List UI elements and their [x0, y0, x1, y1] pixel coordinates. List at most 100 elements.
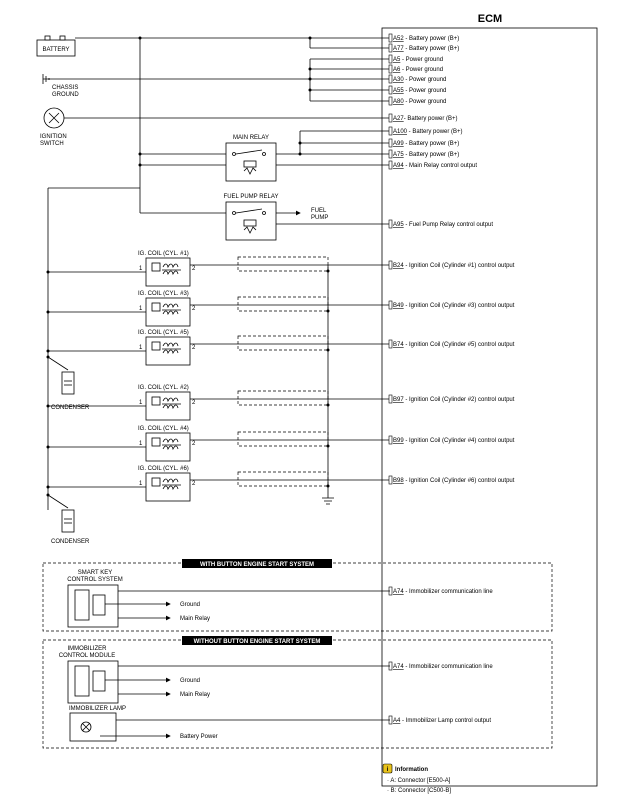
fuel-pump-label-1: FUEL	[311, 208, 327, 214]
condenser-2-label: CONDENSER	[51, 539, 90, 545]
with-button-section: WITH BUTTON ENGINE START SYSTEM SMART KE…	[42, 559, 553, 632]
shield-line	[237, 390, 329, 406]
pin-terminal-mark	[388, 149, 393, 159]
ignition-switch-symbol: IGNITION SWITCH	[40, 107, 390, 147]
pin-id: B98	[393, 478, 404, 484]
pin-description: - Ignition Coil (Cylinder #6) control ou…	[404, 478, 515, 484]
pin-terminal-mark	[388, 339, 393, 349]
pin-label: A95 - Fuel Pump Relay control output	[393, 222, 493, 228]
ignition-coil-label: IG. COIL (CYL. #4)	[138, 426, 189, 432]
pin-description: - Ignition Coil (Cylinder #2) control ou…	[404, 397, 515, 403]
pin-label: A100 - Battery power (B+)	[393, 129, 463, 135]
pin-terminal-mark	[388, 160, 393, 170]
shield-line	[237, 335, 329, 351]
main-relay-label: MAIN RELAY	[233, 135, 269, 141]
ecm-pin-row: B99 - Ignition Coil (Cylinder #4) contro…	[388, 435, 515, 445]
info-title: Information	[395, 767, 428, 773]
coil-terminal-2: 2	[192, 441, 196, 447]
pin-id: A6	[393, 67, 401, 73]
pin-label: A4 - Immobilizer Lamp control output	[393, 718, 491, 724]
ecm-pin-row: A99 - Battery power (B+)	[388, 138, 460, 148]
condenser-2: CONDENSER	[46, 493, 90, 545]
ecm-pin-row: A6 - Power ground	[388, 64, 443, 74]
pin-id: A80	[393, 99, 404, 105]
pin-terminal-mark	[388, 43, 393, 53]
ecm-title: ECM	[478, 13, 502, 25]
coil-terminal-1: 1	[139, 266, 143, 272]
pin-description: - Power ground	[404, 77, 447, 83]
pin-description: - Immobilizer Lamp control output	[400, 718, 491, 724]
pin-terminal-mark	[388, 113, 393, 123]
coil-terminal-2: 2	[192, 481, 196, 487]
pin-id: B97	[393, 397, 404, 403]
ecm-pin-row: A77 - Battery power (B+)	[388, 43, 460, 53]
ecm-pin-row: A100 - Battery power (B+)	[388, 126, 463, 136]
with-button-ground-label: Ground	[180, 602, 200, 608]
ecm-pin-row: A27- Battery power (B+)	[388, 113, 458, 123]
pin-description: - Power ground	[400, 67, 443, 73]
pin-label: B97 - Ignition Coil (Cylinder #2) contro…	[393, 397, 515, 403]
pin-label: A6 - Power ground	[393, 67, 443, 73]
pin-id: A77	[393, 46, 404, 52]
lamp-icon	[80, 721, 92, 733]
ecm-pin-row: A94 - Main Relay control output	[388, 160, 477, 170]
ecm-pin-row: A74 - Immobilizer communication line	[388, 661, 494, 671]
pin-label: B98 - Ignition Coil (Cylinder #6) contro…	[393, 478, 515, 484]
coil-terminal-1: 1	[139, 481, 143, 487]
ecm-box	[381, 27, 598, 787]
pin-label: B49 - Ignition Coil (Cylinder #3) contro…	[393, 303, 515, 309]
pin-description: - Battery power (B+)	[404, 46, 460, 52]
pin-id: A52	[393, 36, 404, 42]
pin-label: A55 - Power ground	[393, 88, 446, 94]
ecm-pin-row: A80 - Power ground	[388, 96, 447, 106]
ecm-pin-row: B24 - Ignition Coil (Cylinder #1) contro…	[388, 260, 515, 270]
without-button-header: WITHOUT BUTTON ENGINE START SYSTEM	[194, 639, 321, 645]
without-button-main-relay-label: Main Relay	[180, 692, 210, 698]
pin-description: - Power ground	[400, 57, 443, 63]
ecm-pin-row: A74 - Immobilizer communication line	[388, 586, 493, 596]
ecm-pin-row: A30 - Power ground	[388, 74, 446, 84]
pin-description: - Power ground	[404, 99, 447, 105]
ecm-pin-row: B97 - Ignition Coil (Cylinder #2) contro…	[388, 394, 515, 404]
pin-id: B74	[393, 342, 404, 348]
ecm-pin-row: A55 - Power ground	[388, 85, 446, 95]
ecm-pin-list: A52 - Battery power (B+)A77 - Battery po…	[388, 33, 515, 725]
pin-label: B24 - Ignition Coil (Cylinder #1) contro…	[393, 263, 515, 269]
pin-id: A74	[393, 664, 404, 670]
pin-description: - Battery power (B+)	[404, 141, 460, 147]
pin-description: - Ignition Coil (Cylinder #1) control ou…	[404, 263, 515, 269]
pin-terminal-mark	[388, 260, 393, 270]
condenser-1: CONDENSER	[46, 355, 90, 411]
pin-id: A55	[393, 88, 404, 94]
ecm-pin-row: A95 - Fuel Pump Relay control output	[388, 219, 493, 229]
pin-label: B74 - Ignition Coil (Cylinder #5) contro…	[393, 342, 515, 348]
pin-label: A30 - Power ground	[393, 77, 446, 83]
pin-id: A95	[393, 222, 404, 228]
chassis-ground-label-1: CHASSIS	[52, 85, 78, 91]
ecm-pin-row: A75 - Battery power (B+)	[388, 149, 459, 159]
coil-terminal-2: 2	[192, 345, 196, 351]
ignition-coil-label: IG. COIL (CYL. #2)	[138, 385, 189, 391]
pin-terminal-mark	[388, 64, 393, 74]
ecm-pin-row: B98 - Ignition Coil (Cylinder #6) contro…	[388, 475, 515, 485]
main-relay: MAIN RELAY	[138, 130, 390, 182]
info-icon: i	[382, 763, 393, 774]
battery-label: BATTERY	[42, 47, 69, 53]
immobilizer-lamp-box	[69, 712, 117, 742]
immobilizer-lamp-label: IMMOBILIZER LAMP	[69, 706, 126, 712]
pin-id: B49	[393, 303, 404, 309]
pin-description: - Immobilizer communication line	[404, 664, 494, 670]
ecm-pin-row: B74 - Ignition Coil (Cylinder #5) contro…	[388, 339, 515, 349]
pin-description: - Power ground	[404, 88, 447, 94]
pin-id: A100	[393, 129, 408, 135]
smart-key-label-2: CONTROL SYSTEM	[67, 577, 122, 583]
immobilizer-module-label-2: CONTROL MODULE	[59, 653, 115, 659]
pin-label: A5 - Power ground	[393, 57, 443, 63]
chassis-ground-symbol: CHASSIS GROUND	[42, 74, 310, 98]
ignition-coil-label: IG. COIL (CYL. #1)	[138, 251, 189, 257]
ignition-switch-label-2: SWITCH	[40, 141, 64, 147]
